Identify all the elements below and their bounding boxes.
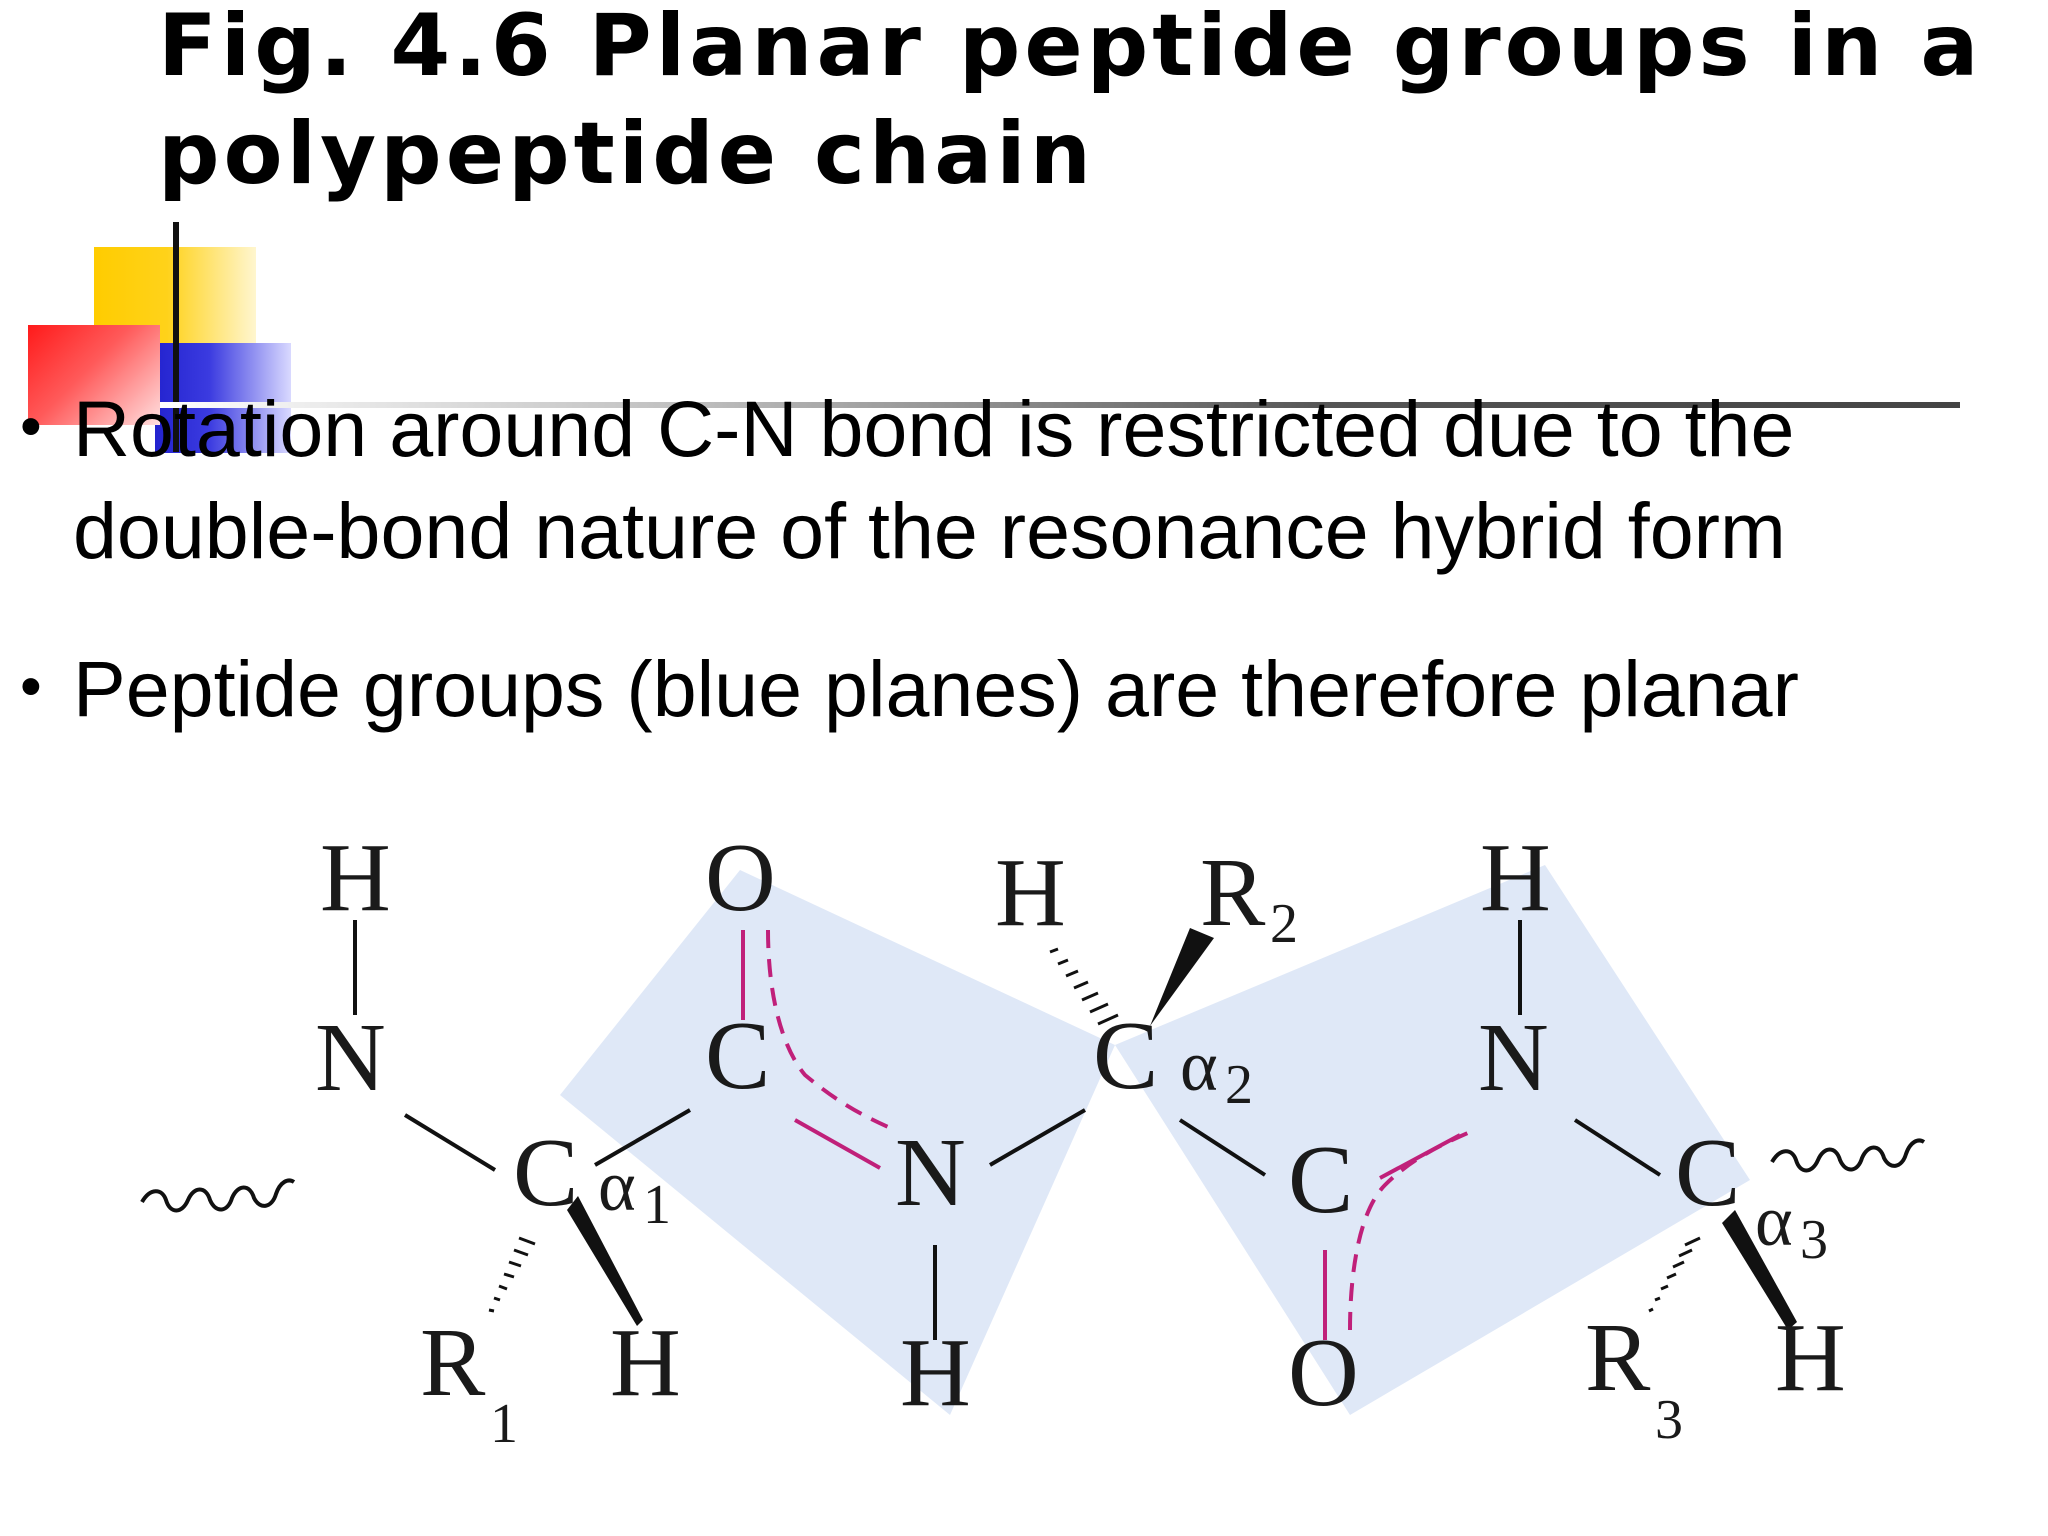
atom-h-alpha2: H (995, 839, 1066, 947)
deco-horizontal-rule (160, 402, 1960, 408)
atom-o2: O (1288, 1319, 1359, 1427)
label-r2-sub: 2 (1270, 893, 1298, 955)
atom-h-alpha3: H (1775, 1304, 1846, 1412)
label-alpha1: α (598, 1146, 636, 1226)
label-r1-sub: 1 (490, 1393, 518, 1455)
deco-red-square (28, 325, 160, 425)
atom-c1: C (705, 1002, 770, 1110)
bullet-text: Peptide groups (blue planes) are therefo… (73, 644, 1799, 733)
title-line-2: polypeptide chain (158, 104, 1095, 204)
atom-h-n1: H (320, 824, 391, 932)
label-r3-sub: 3 (1655, 1389, 1683, 1451)
bullet-text: Rotation around C-N bond is restricted d… (73, 384, 1795, 575)
atom-h-n2: H (900, 1319, 971, 1427)
atom-r2: R (1200, 839, 1266, 947)
label-alpha1-sub: 1 (643, 1174, 671, 1236)
bullet-item: • Rotation around C-N bond is restricted… (20, 378, 2000, 582)
wedge-bond-r2 (1150, 928, 1214, 1026)
wedge-bond-h-alpha1 (567, 1196, 643, 1326)
atom-n2: N (895, 1119, 966, 1227)
atom-r3: R (1585, 1304, 1651, 1412)
atom-c-alpha1: C (513, 1119, 578, 1227)
hashed-bonds (488, 947, 1701, 1313)
label-alpha3-sub: 3 (1800, 1209, 1828, 1271)
bullet-item: • Peptide groups (blue planes) are there… (20, 638, 2000, 740)
bullet-glyph: • (20, 652, 42, 721)
title-line-1: Fig. 4.6 Planar peptide groups in a (158, 0, 1983, 96)
atom-c2: C (1288, 1126, 1353, 1234)
label-alpha2: α (1180, 1026, 1218, 1106)
bullet-glyph: • (20, 392, 42, 461)
bullet-list: • Rotation around C-N bond is restricted… (20, 378, 2000, 740)
peptide-plane-2 (1115, 865, 1750, 1415)
atom-c-alpha3: C (1675, 1119, 1740, 1227)
atom-o1: O (705, 824, 776, 932)
atom-h-alpha1: H (610, 1309, 681, 1417)
atom-h-n3: H (1480, 824, 1551, 932)
resonance-bonds (741, 929, 1471, 1340)
atom-c-alpha2: C (1093, 1002, 1158, 1110)
wedge-bond-h-alpha3 (1722, 1210, 1797, 1330)
chain-wave-right (1770, 1138, 1926, 1173)
chain-wave-left (140, 1178, 296, 1213)
peptide-chain-diagram: H N C α 1 R 1 H O C N H H R 2 C α 2 C O … (140, 824, 1926, 1455)
label-alpha3: α (1755, 1181, 1793, 1261)
atom-n1: N (315, 1004, 386, 1112)
atom-r1: R (420, 1309, 486, 1417)
atom-n3: N (1478, 1004, 1549, 1112)
slide-title: Fig. 4.6 Planar peptide groups in a poly… (158, 0, 1983, 208)
deco-vertical-line (173, 222, 179, 452)
label-alpha2-sub: 2 (1225, 1054, 1253, 1116)
single-bonds (353, 920, 1662, 1340)
